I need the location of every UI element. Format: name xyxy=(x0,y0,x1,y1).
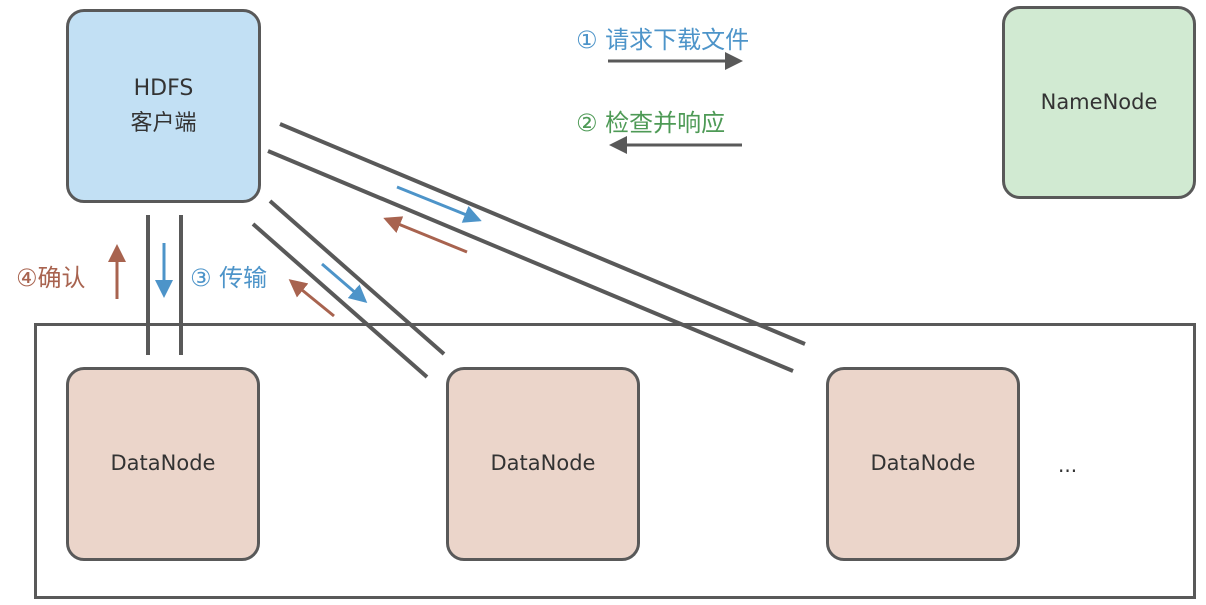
datanode-label: DataNode xyxy=(870,451,976,476)
datanode-box-3: DataNode xyxy=(826,367,1020,561)
datanode-box-1: DataNode xyxy=(66,367,260,561)
datanode-cluster xyxy=(34,323,1196,599)
step-ack-label: ④确认 xyxy=(16,264,86,292)
namenode-box: NameNode xyxy=(1002,6,1196,199)
link-dn3-a xyxy=(279,122,806,346)
link-dn3-b xyxy=(267,149,794,373)
step-check-label: ② 检查并响应 xyxy=(576,109,726,137)
client-label-line1: HDFS xyxy=(133,75,194,101)
more-datanodes-ellipsis: ... xyxy=(1058,453,1078,477)
hdfs-client-box: HDFS 客户端 xyxy=(66,9,261,203)
link-dn2-a xyxy=(268,199,446,356)
datanode-box-2: DataNode xyxy=(446,367,640,561)
transfer-arrow-dn2 xyxy=(321,262,368,303)
datanode-label: DataNode xyxy=(490,451,596,476)
link-dn2-b xyxy=(251,222,429,379)
step-request-label: ① 请求下载文件 xyxy=(576,26,750,54)
client-label-line2: 客户端 xyxy=(130,111,197,136)
datanode-label: DataNode xyxy=(110,451,216,476)
ack-arrow-dn3 xyxy=(383,216,468,254)
step-transfer-label: ③ 传输 xyxy=(190,264,268,292)
ack-arrow-dn2 xyxy=(288,279,335,318)
namenode-label: NameNode xyxy=(1040,89,1158,114)
transfer-arrow-dn3 xyxy=(396,185,482,223)
